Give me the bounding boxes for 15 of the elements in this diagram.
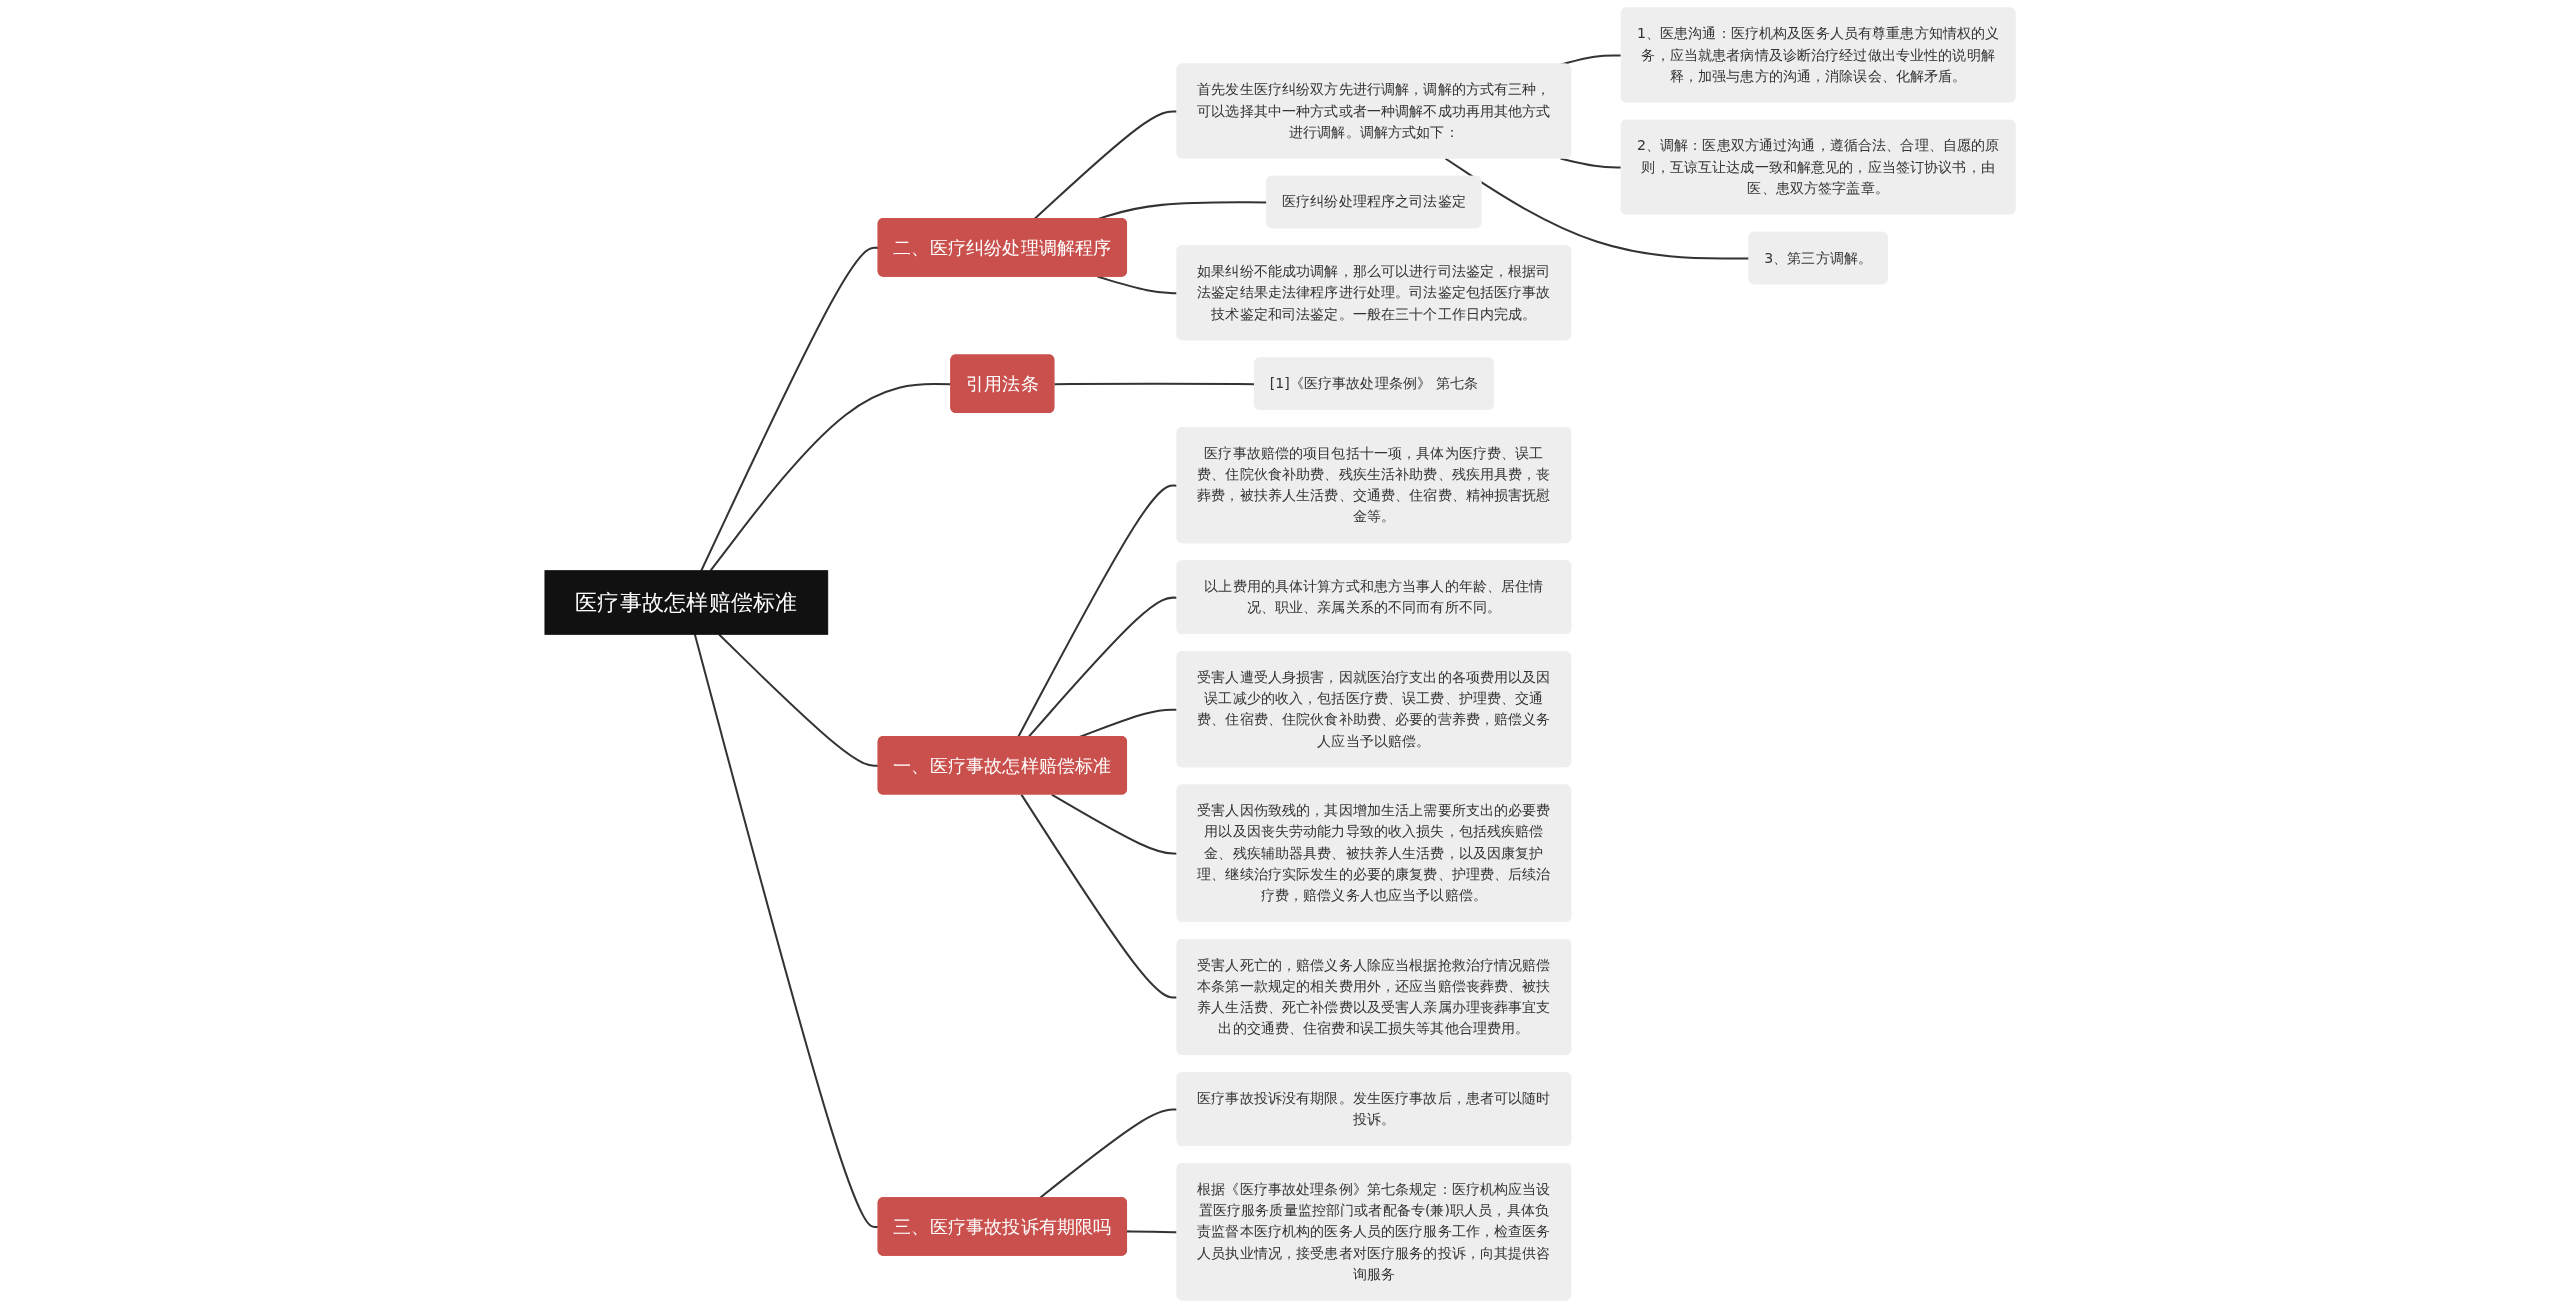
connector (718, 633, 879, 767)
connector (1051, 793, 1178, 855)
connector (1033, 110, 1178, 220)
connector (1444, 157, 1750, 260)
connector (1027, 596, 1178, 738)
connector (700, 246, 879, 572)
connector (1560, 157, 1622, 169)
connector (1127, 1230, 1178, 1234)
connector (693, 634, 879, 1228)
connector (1038, 1108, 1178, 1199)
node-box: 医疗事故怎样赔偿标准 (544, 570, 829, 635)
connector (1097, 275, 1178, 295)
connector (1079, 708, 1178, 738)
connector (1017, 484, 1178, 738)
connector (1020, 794, 1178, 999)
